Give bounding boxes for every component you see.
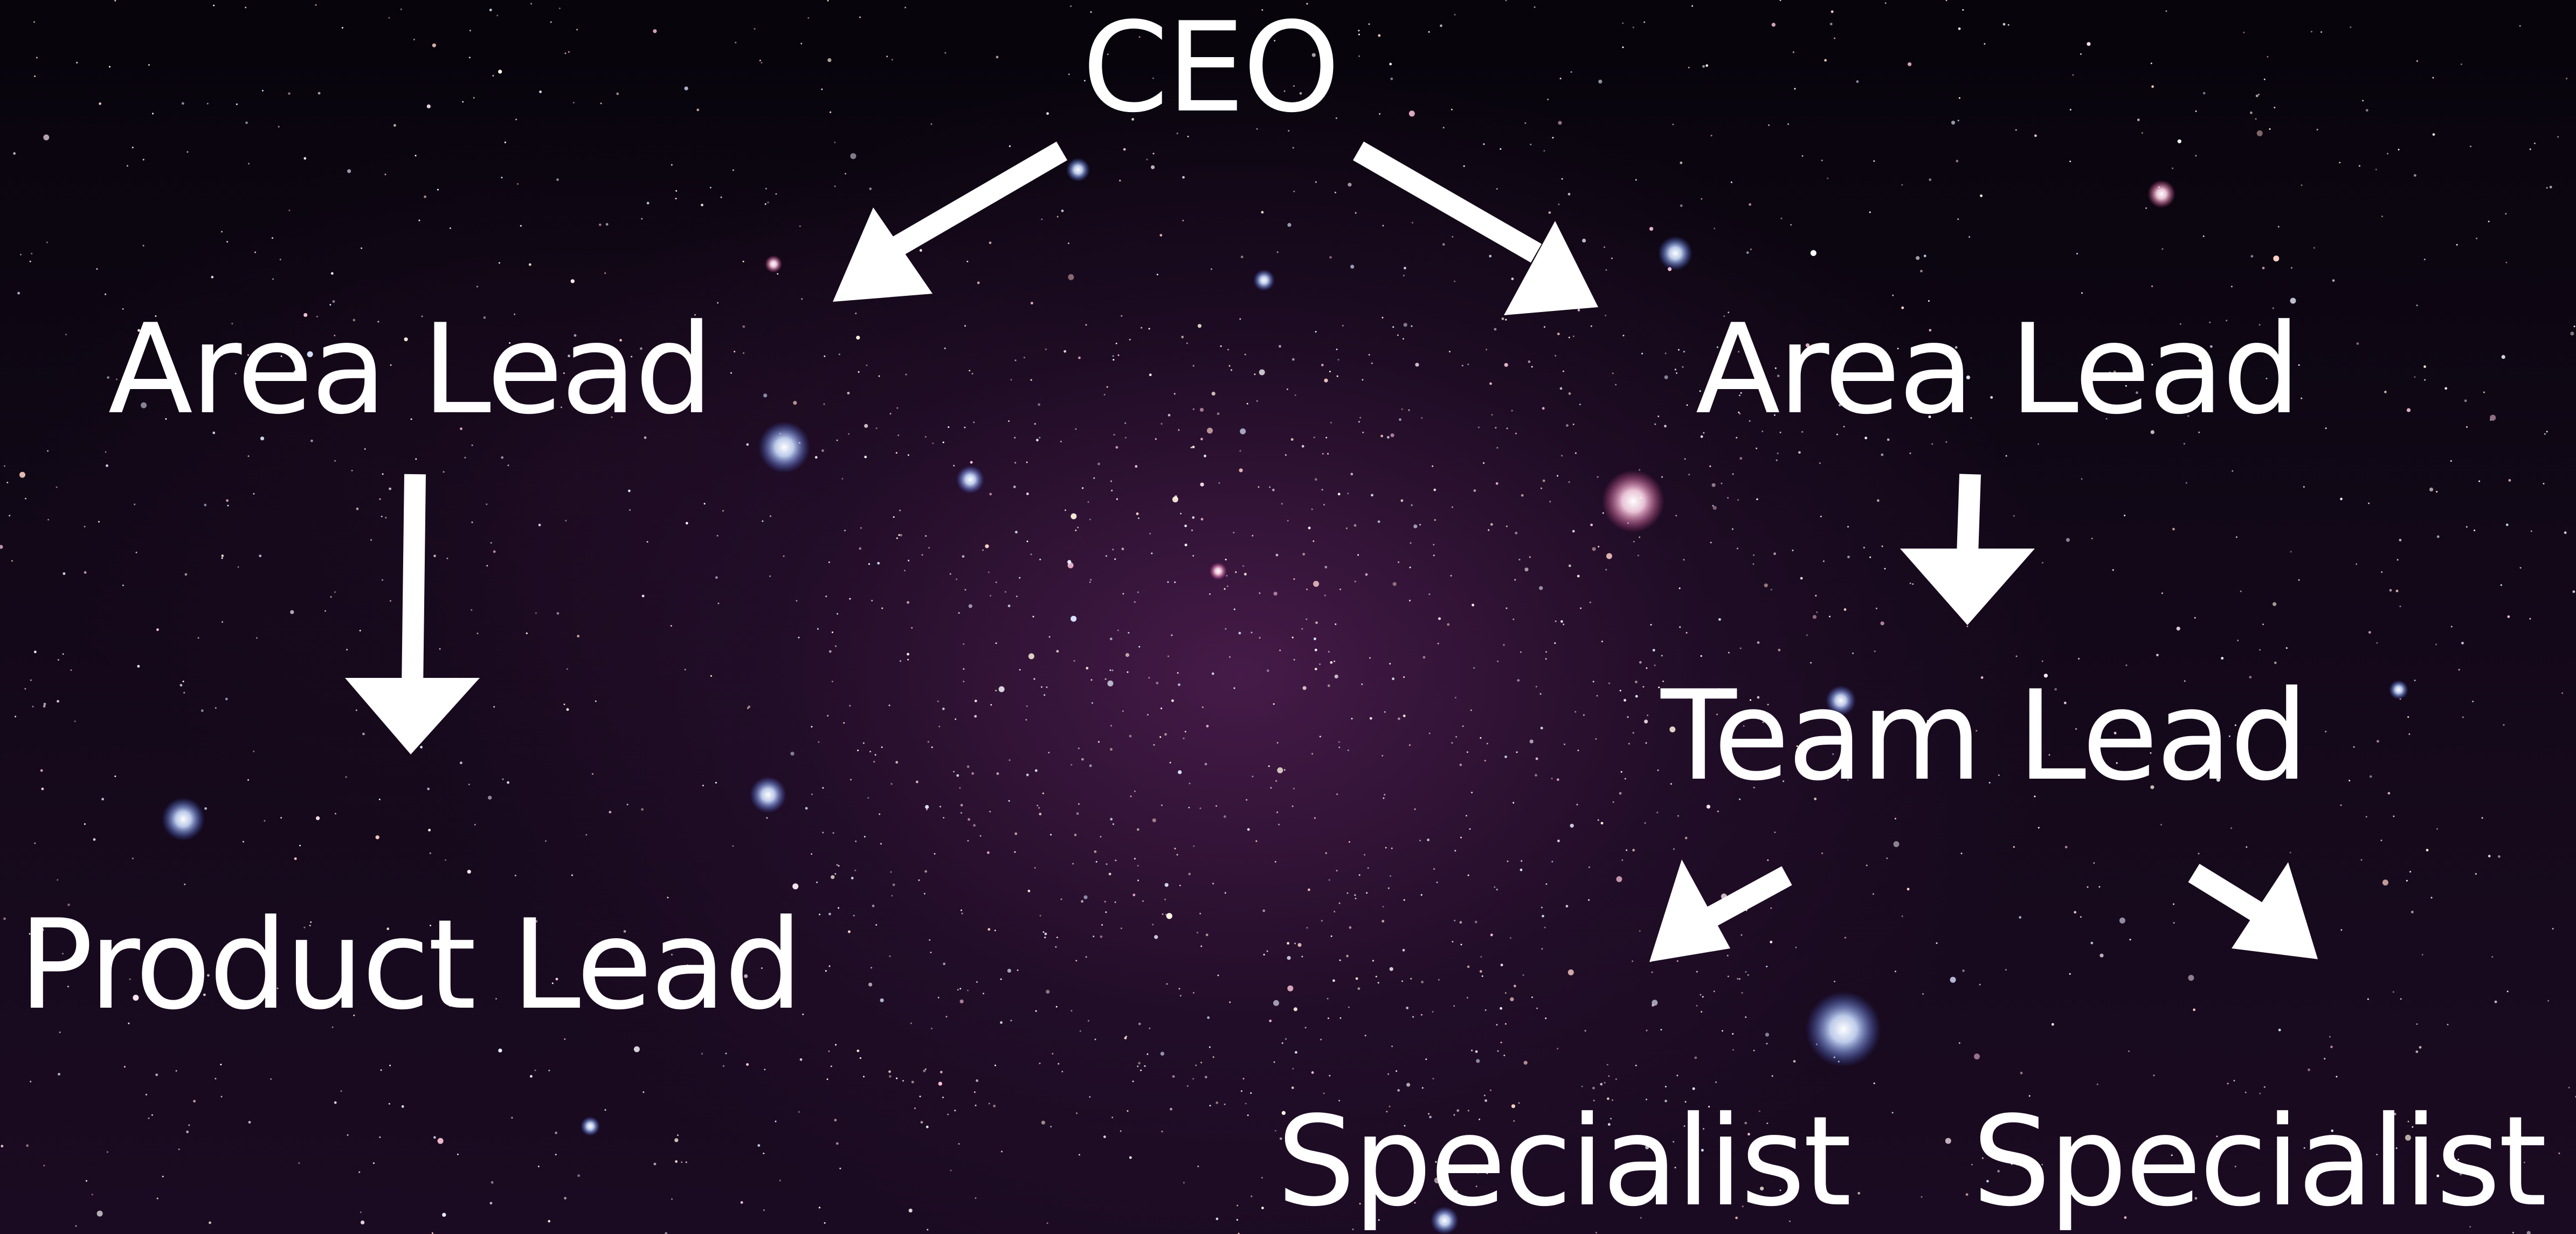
arrow-area-lead-right-to-team-lead bbox=[1900, 474, 2035, 625]
node-ceo: CEO bbox=[1082, 0, 1338, 140]
arrow-area-lead-left-to-product-lead bbox=[345, 474, 480, 754]
arrow-team-lead-to-specialist-1 bbox=[1649, 859, 1792, 962]
node-product-lead: Product Lead bbox=[19, 893, 801, 1037]
arrow-ceo-to-area-lead-right bbox=[1353, 141, 1598, 315]
node-area-lead-left: Area Lead bbox=[108, 298, 712, 442]
node-specialist-1: Specialist bbox=[1277, 1090, 1850, 1234]
arrow-ceo-to-area-lead-left bbox=[833, 141, 1068, 302]
node-specialist-2: Specialist bbox=[1972, 1090, 2545, 1234]
node-team-lead: Team Lead bbox=[1660, 664, 2306, 808]
node-area-lead-right: Area Lead bbox=[1696, 298, 2299, 442]
arrow-team-lead-to-specialist-2 bbox=[2188, 862, 2318, 959]
